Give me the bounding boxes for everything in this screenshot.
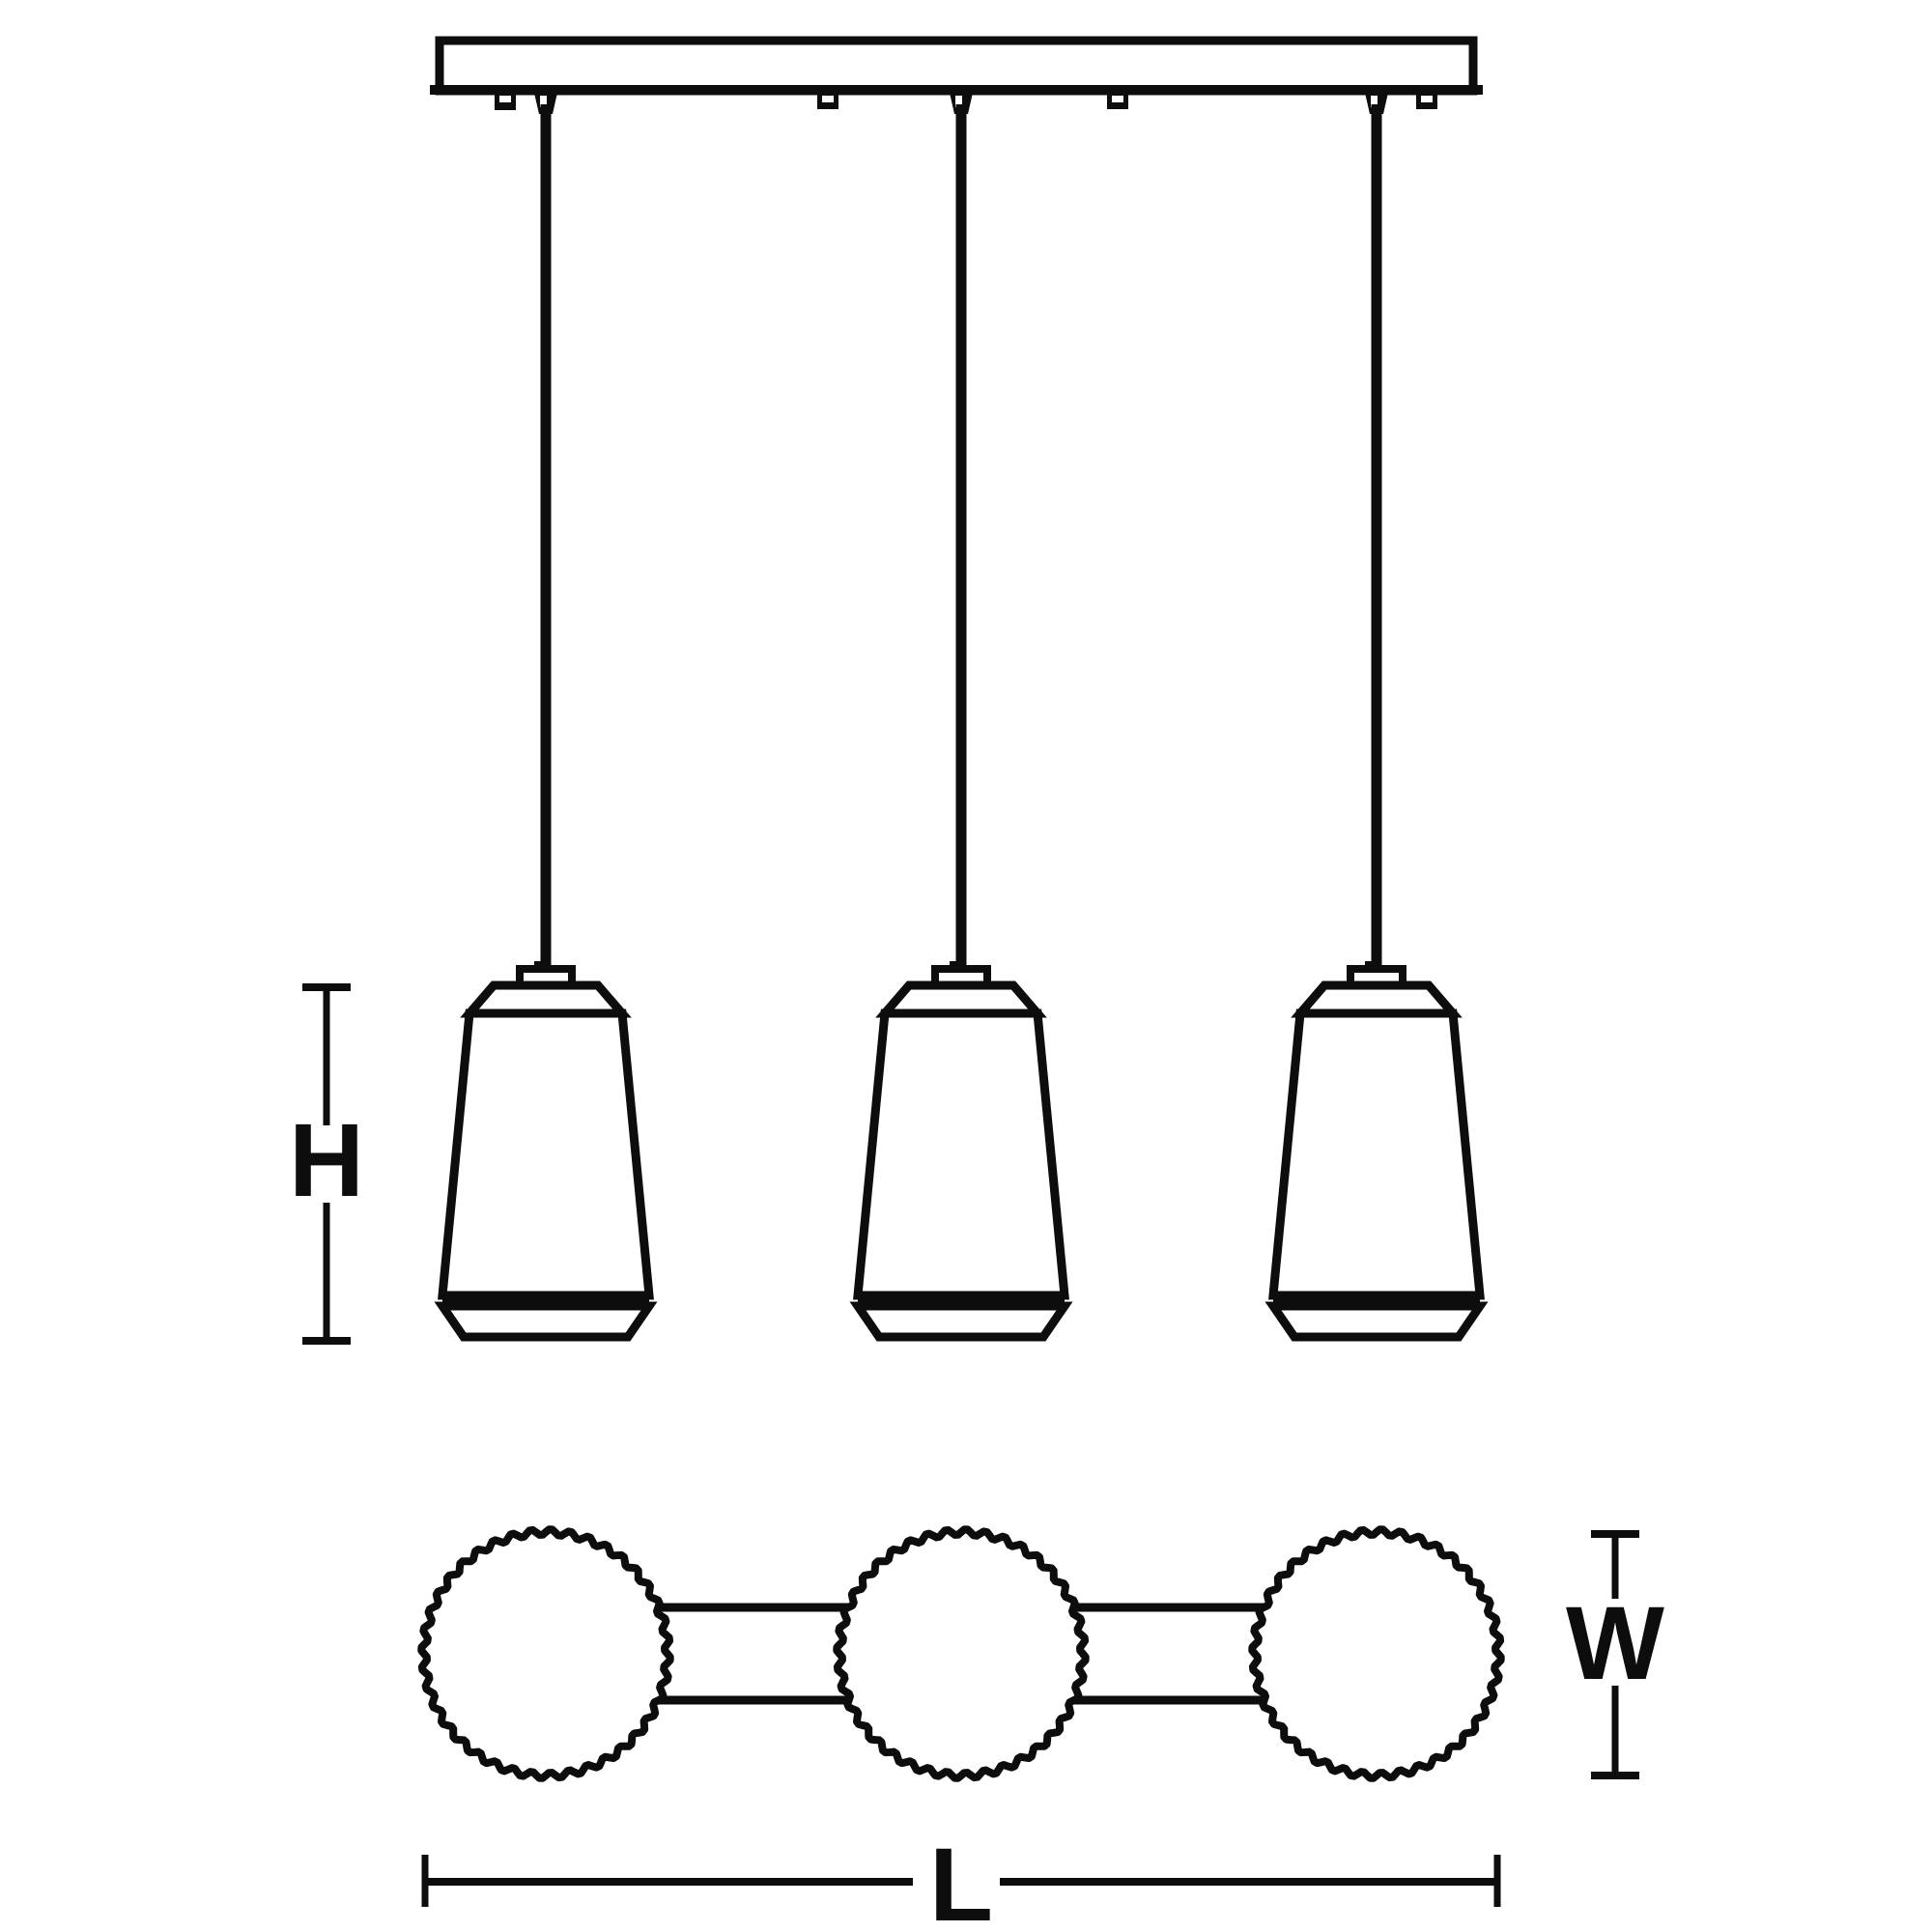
plan-view <box>417 1525 1505 1782</box>
height-dimension-label: H <box>289 1101 364 1218</box>
shade-rim-right <box>1264 1301 1489 1342</box>
shade-rim-center <box>849 1301 1073 1342</box>
width-dimension <box>1591 1530 1639 1779</box>
width-dimension-label: W <box>1566 1584 1664 1701</box>
height-dimension <box>302 983 351 1345</box>
pendant-left <box>434 93 658 1342</box>
length-dimension-label: L <box>929 1826 993 1932</box>
pendant-right <box>1264 93 1489 1342</box>
plan-shade-left <box>417 1525 674 1782</box>
shade-body-center <box>853 1009 1069 1300</box>
elevation-view <box>430 36 1489 1342</box>
canopy-bar <box>430 36 1483 96</box>
shade-body-left <box>438 1009 654 1300</box>
pendant-center <box>849 93 1073 1342</box>
shade-rim-left <box>434 1301 658 1342</box>
shade-body-right <box>1268 1009 1485 1300</box>
plan-shade-center <box>833 1525 1090 1782</box>
plan-connector-bar <box>657 1603 1275 1705</box>
length-dimension <box>421 1855 1501 1907</box>
plan-shade-right <box>1248 1525 1505 1782</box>
plan-shade-circles <box>417 1525 1505 1782</box>
canopy-mount-nubs <box>495 93 1437 110</box>
